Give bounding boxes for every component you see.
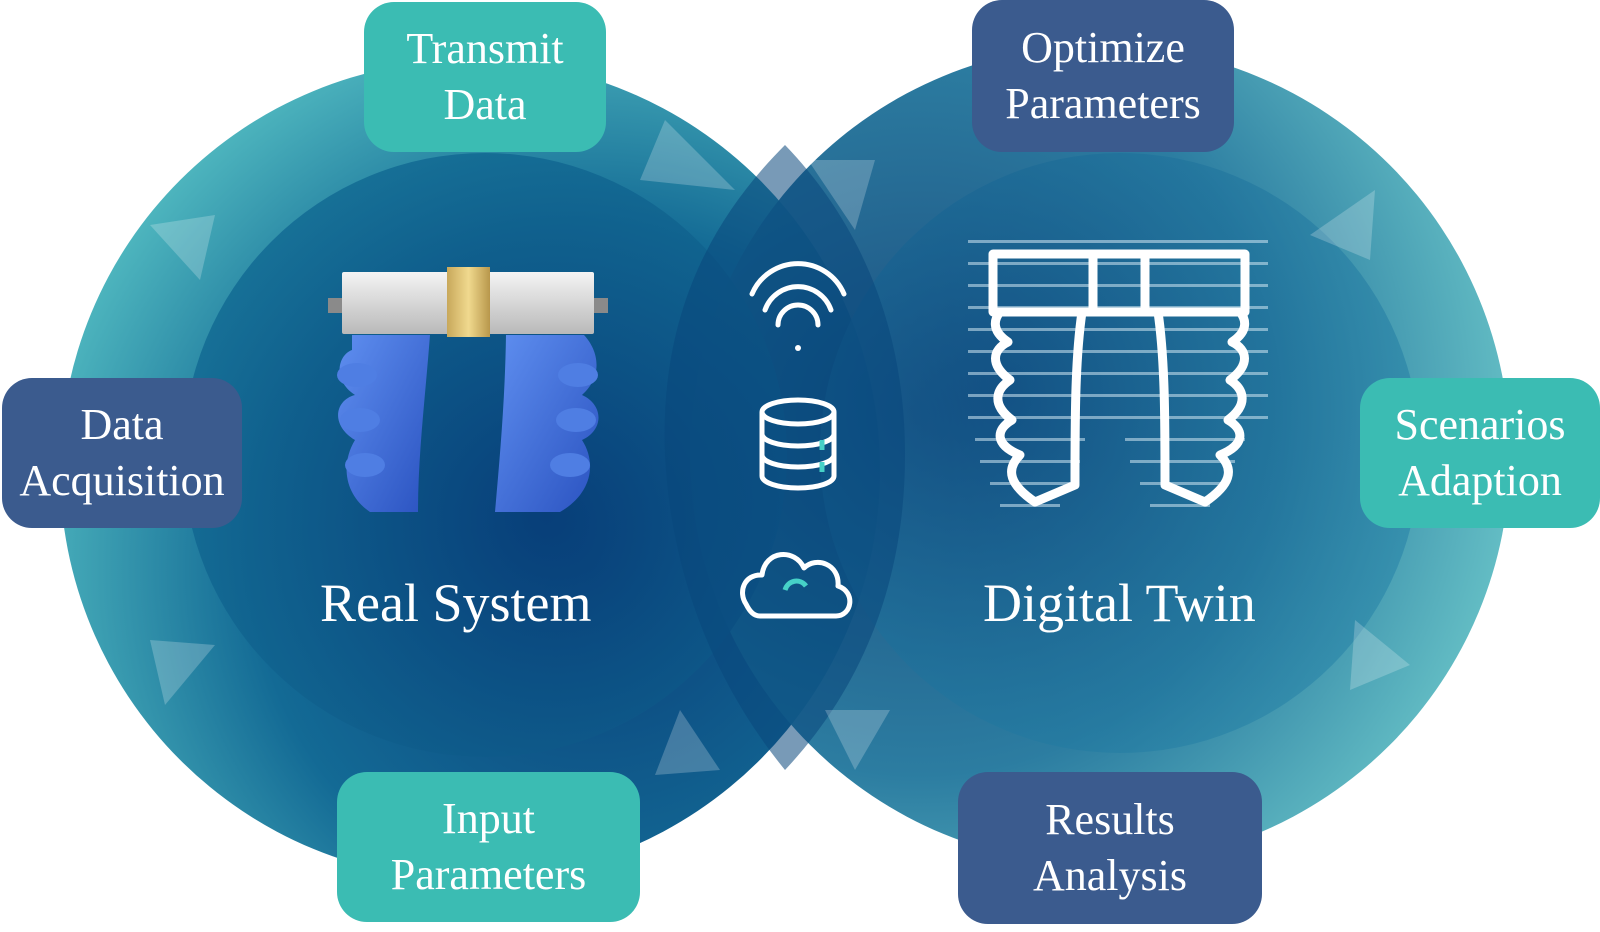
input-parameters-line2: Parameters <box>390 850 587 899</box>
soft-gripper-image <box>328 267 608 512</box>
flow-arrow-icon <box>808 160 875 230</box>
binary-backdrop-pattern <box>968 240 1268 507</box>
transmit-data-line1: Transmit <box>406 24 564 73</box>
scenarios-adaption-line1: Scenarios <box>1394 400 1566 449</box>
data-acquisition-line2: Acquisition <box>19 456 225 505</box>
digital-twin-title: Digital Twin <box>983 573 1256 633</box>
input-parameters-box: Input Parameters <box>337 772 640 922</box>
optimize-parameters-line1: Optimize <box>1021 23 1185 72</box>
input-parameters-line1: Input <box>442 794 535 843</box>
wifi-icon <box>749 261 847 351</box>
flow-arrow-icon <box>150 215 215 280</box>
optimize-parameters-line2: Parameters <box>1005 79 1201 128</box>
transmit-data-box: Transmit Data <box>364 2 606 152</box>
right-inner-circle <box>820 153 1420 753</box>
flow-arrow-icon <box>1310 190 1375 260</box>
scenarios-adaption-box: Scenarios Adaption <box>1360 378 1600 528</box>
results-analysis-line2: Analysis <box>1033 851 1187 900</box>
flow-arrow-icon <box>640 120 735 190</box>
digital-gripper-outline <box>988 249 1250 507</box>
real-system-title: Real System <box>320 573 592 633</box>
scenarios-adaption-line2: Adaption <box>1398 456 1562 505</box>
flow-arrow-icon <box>655 710 720 775</box>
optimize-parameters-box: Optimize Parameters <box>972 0 1234 152</box>
data-acquisition-box: Data Acquisition <box>2 378 242 528</box>
database-icon <box>759 397 837 491</box>
flow-arrow-icon <box>825 710 890 770</box>
flow-arrow-icon <box>150 640 215 705</box>
cloud-icon <box>740 551 853 619</box>
results-analysis-box: Results Analysis <box>958 772 1262 924</box>
transmit-data-line2: Data <box>443 80 527 129</box>
data-acquisition-line1: Data <box>80 400 164 449</box>
results-analysis-line1: Results <box>1045 795 1175 844</box>
flow-arrow-icon <box>1350 620 1410 690</box>
